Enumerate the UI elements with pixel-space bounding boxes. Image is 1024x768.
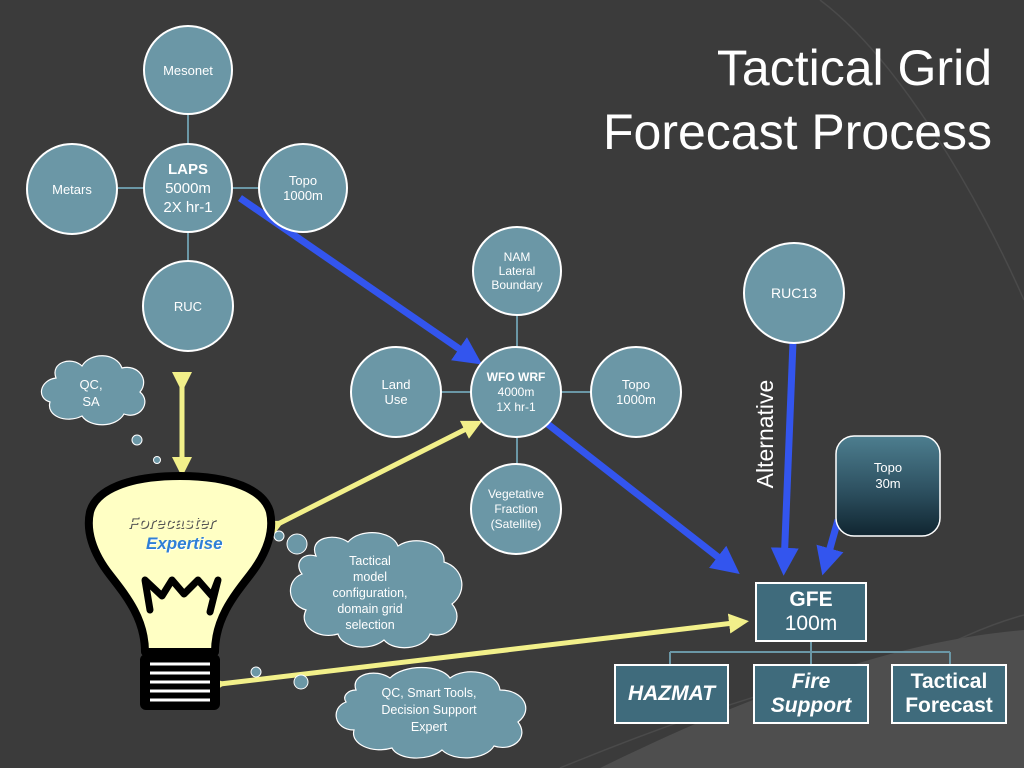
land-use-label-2: Use: [384, 392, 408, 407]
wrf-name: WFO WRF: [486, 369, 546, 384]
fire-label-1: Fire: [791, 670, 831, 693]
nam-label-3: Boundary: [491, 278, 543, 292]
bulb-label: Forecaster Expertise: [118, 512, 248, 554]
land-use-node[interactable]: Land Use: [350, 346, 442, 438]
mesonet-label: Mesonet: [163, 62, 213, 78]
lightbulb-icon: [84, 472, 276, 710]
tactical-label-1: Tactical: [910, 670, 988, 693]
metars-label: Metars: [52, 181, 92, 197]
ruc-node[interactable]: RUC: [142, 260, 234, 352]
topo30-node[interactable]: Topo 30m: [836, 460, 940, 516]
land-use-label-1: Land: [381, 377, 411, 392]
qct-line-1: QC, Smart Tools,: [381, 686, 477, 700]
gfe-res: 100m: [784, 612, 838, 635]
topo-1000m-node-wrf[interactable]: Topo 1000m: [590, 346, 682, 438]
thought-cloud-qc-tools: [335, 667, 527, 759]
gfe-name: GFE: [789, 588, 833, 611]
qc-sa-line-2: SA: [82, 394, 100, 409]
arrow-ruc13-to-gfe: [770, 341, 799, 576]
laps-rate: 2X hr-1: [163, 198, 213, 216]
veg-label-2: Fraction: [494, 501, 538, 516]
laps-connectors: [118, 112, 258, 262]
bulb-label-line-2: Expertise: [146, 534, 223, 553]
laps-name: LAPS: [167, 160, 208, 178]
thought-tactical-config-text: Tactical model configuration, domain gri…: [310, 553, 430, 633]
arrow-bulb-wrf: [261, 420, 483, 539]
topo-label-1: Topo: [288, 173, 318, 188]
ruc13-label: RUC13: [771, 284, 817, 301]
title-line-1: Tactical Grid: [716, 40, 992, 96]
thought-cloud-tactical-config: [289, 532, 463, 649]
laps-res: 5000m: [165, 179, 211, 197]
topo30-box: [835, 435, 941, 537]
wrf-topo-label-1: Topo: [621, 377, 651, 392]
tc-line-5: selection: [345, 618, 395, 632]
laps-node[interactable]: LAPS 5000m 2X hr-1: [143, 143, 233, 233]
qct-line-3: Expert: [410, 720, 448, 734]
title-line-2: Forecast Process: [602, 104, 992, 160]
wrf-node[interactable]: WFO WRF 4000m 1X hr-1: [470, 346, 562, 438]
bulb-label-line-1: Forecaster: [128, 513, 215, 532]
thought-dots-qc-tools: [209, 658, 309, 690]
wrf-connectors: [440, 314, 592, 465]
wrf-rate: 1X hr-1: [496, 399, 536, 414]
topo30-label-1: Topo: [873, 460, 903, 475]
metars-node[interactable]: Metars: [26, 143, 118, 235]
thought-qc-tools-text: QC, Smart Tools, Decision Support Expert: [356, 685, 502, 736]
arrow-wrf-to-gfe: [537, 415, 740, 575]
tc-line-4: domain grid: [337, 602, 403, 616]
ruc-label: RUC: [173, 298, 203, 314]
ruc13-node[interactable]: RUC13: [743, 242, 845, 344]
thought-cloud-qc-sa: [40, 355, 146, 426]
tactical-label-2: Forecast: [905, 694, 993, 717]
nam-lateral-boundary-node[interactable]: NAM Lateral Boundary: [472, 226, 562, 316]
arrow-bulb-gfe: [205, 613, 749, 696]
qc-sa-line-1: QC,: [79, 377, 103, 392]
tactical-forecast-box[interactable]: Tactical Forecast: [891, 664, 1007, 724]
fire-label-2: Support: [770, 694, 852, 717]
vegetative-fraction-node[interactable]: Vegetative Fraction (Satellite): [470, 463, 562, 555]
topo30-label-2: 30m: [875, 476, 901, 491]
mesonet-node[interactable]: Mesonet: [143, 25, 233, 115]
alternative-label: Alternative: [752, 379, 778, 489]
wrf-res: 4000m: [497, 384, 535, 399]
tc-line-3: configuration,: [332, 586, 408, 600]
hazmat-box[interactable]: HAZMAT: [614, 664, 729, 724]
qct-line-2: Decision Support: [381, 703, 477, 717]
tc-line-1: Tactical: [349, 554, 391, 568]
topo-1000m-node-laps[interactable]: Topo 1000m: [258, 143, 348, 233]
tc-line-2: model: [352, 570, 388, 584]
veg-label-3: (Satellite): [490, 516, 542, 531]
veg-label-1: Vegetative: [487, 486, 545, 501]
yellow-arrows: [172, 372, 749, 696]
fire-support-box[interactable]: Fire Support: [753, 664, 869, 724]
topo-label-2: 1000m: [283, 188, 323, 203]
wrf-topo-label-2: 1000m: [616, 392, 656, 407]
arrow-topo30-to-gfe: [816, 519, 844, 576]
page-title: Tactical Grid Forecast Process: [603, 36, 992, 164]
thought-qc-sa-text: QC, SA: [56, 376, 126, 410]
gfe-box[interactable]: GFE 100m: [755, 582, 867, 642]
nam-label-1: NAM: [503, 250, 531, 264]
nam-label-2: Lateral: [498, 264, 536, 278]
hazmat-label: HAZMAT: [627, 682, 716, 705]
